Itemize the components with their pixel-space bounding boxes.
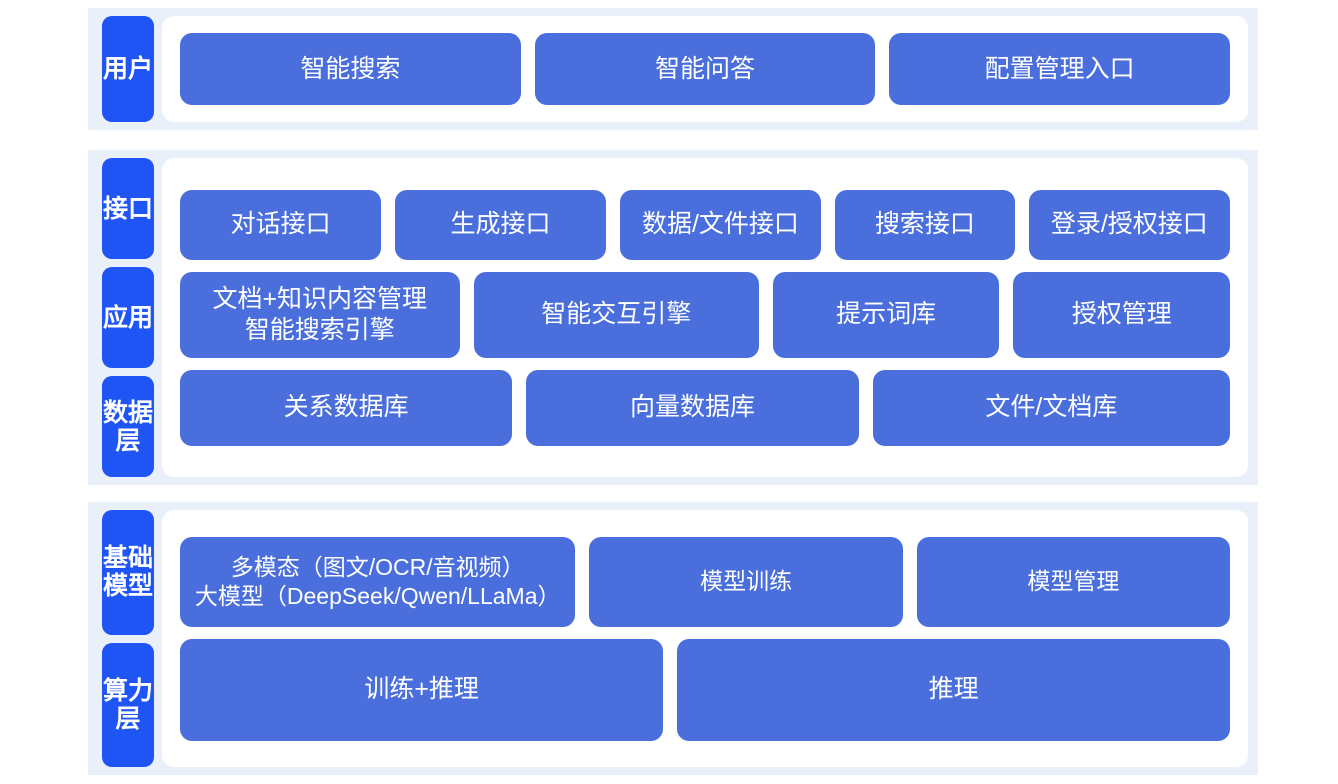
layer-tab-user[interactable]: 用户 (102, 16, 154, 122)
row-user-entries: 智能搜索 智能问答 配置管理入口 (180, 33, 1231, 105)
box-smart-qa[interactable]: 智能问答 (534, 33, 876, 105)
box-file-document-store[interactable]: 文件/文档库 (872, 369, 1231, 446)
box-prompt-library[interactable]: 提示词库 (772, 271, 1000, 358)
box-authorization-management[interactable]: 授权管理 (1013, 271, 1230, 358)
layer-tab-application[interactable]: 应用 (102, 267, 154, 368)
layer-tab-foundation-model[interactable]: 基础模型 (102, 510, 154, 635)
tab-column-user: 用户 (88, 8, 156, 130)
box-model-training[interactable]: 模型训练 (589, 536, 903, 627)
panel-infrastructure: 多模态（图文/OCR/音视频） 大模型（DeepSeek/Qwen/LLaMa）… (162, 510, 1248, 767)
box-login-auth-api[interactable]: 登录/授权接口 (1028, 189, 1231, 260)
box-generation-api[interactable]: 生成接口 (395, 189, 606, 260)
layer-tab-interface[interactable]: 接口 (102, 158, 154, 259)
box-relational-database[interactable]: 关系数据库 (180, 369, 513, 446)
band-user: 用户 智能搜索 智能问答 配置管理入口 (88, 8, 1258, 130)
band-infrastructure: 基础模型 算力层 多模态（图文/OCR/音视频） 大模型（DeepSeek/Qw… (88, 502, 1258, 775)
box-smart-search[interactable]: 智能搜索 (180, 33, 521, 105)
box-data-file-api[interactable]: 数据/文件接口 (619, 189, 822, 260)
row-model: 多模态（图文/OCR/音视频） 大模型（DeepSeek/Qwen/LLaMa）… (180, 536, 1231, 627)
panel-application: 对话接口 生成接口 数据/文件接口 搜索接口 登录/授权接口 文档+知识内容管理… (162, 158, 1248, 477)
box-search-api[interactable]: 搜索接口 (835, 189, 1015, 260)
box-inference[interactable]: 推理 (677, 638, 1230, 741)
layer-tab-compute[interactable]: 算力层 (102, 642, 154, 767)
box-vector-database[interactable]: 向量数据库 (526, 369, 859, 446)
band-application: 接口 应用 数据层 对话接口 生成接口 数据/文件接口 搜索接口 登录/授权接口… (88, 150, 1258, 485)
row-interface: 对话接口 生成接口 数据/文件接口 搜索接口 登录/授权接口 (180, 189, 1231, 260)
panel-user: 智能搜索 智能问答 配置管理入口 (162, 16, 1248, 122)
box-multimodal-large-model[interactable]: 多模态（图文/OCR/音视频） 大模型（DeepSeek/Qwen/LLaMa） (180, 536, 576, 627)
layer-tab-data[interactable]: 数据层 (102, 376, 154, 477)
row-application: 文档+知识内容管理 智能搜索引擎 智能交互引擎 提示词库 授权管理 (180, 271, 1230, 358)
box-config-management-entry[interactable]: 配置管理入口 (889, 33, 1231, 105)
box-dialog-api[interactable]: 对话接口 (180, 189, 382, 260)
box-smart-interaction-engine[interactable]: 智能交互引擎 (473, 271, 759, 358)
row-data: 关系数据库 向量数据库 文件/文档库 (180, 369, 1231, 446)
box-model-management[interactable]: 模型管理 (916, 536, 1231, 627)
box-training-and-inference[interactable]: 训练+推理 (180, 638, 664, 741)
row-compute: 训练+推理 推理 (180, 638, 1230, 741)
tab-column-infrastructure: 基础模型 算力层 (88, 502, 156, 775)
box-document-knowledge-management[interactable]: 文档+知识内容管理 智能搜索引擎 (180, 271, 460, 358)
tab-column-application: 接口 应用 数据层 (88, 150, 156, 485)
